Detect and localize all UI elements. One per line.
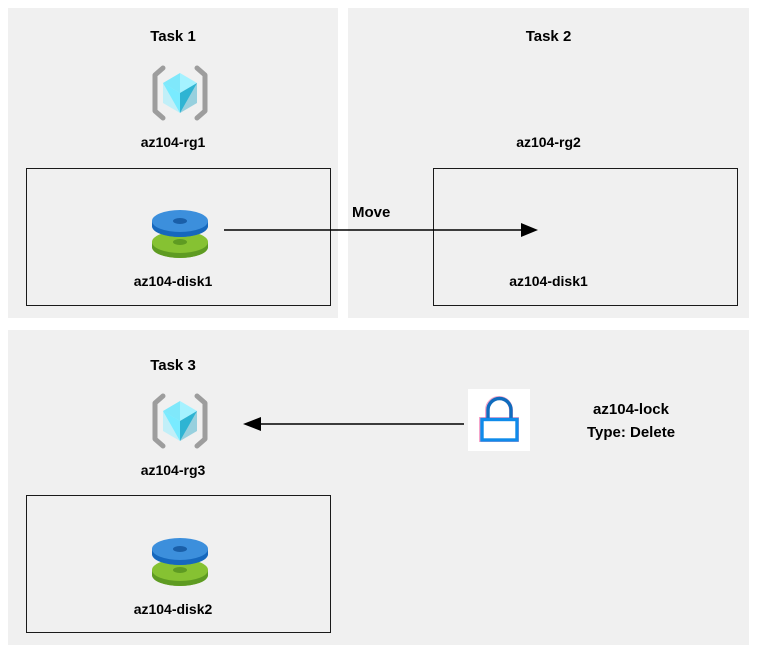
resource-label-3: az104-disk2	[133, 601, 213, 617]
resource-group-label-3: az104-rg3	[140, 462, 206, 478]
task-title-2: Task 2	[525, 28, 572, 45]
task-panel-1: Task 1 az104-rg1	[8, 8, 338, 318]
lock-caption: az104-lock Type: Delete	[541, 398, 721, 444]
lock-name: az104-lock	[593, 401, 669, 418]
resource-group-label-1: az104-rg1	[140, 134, 206, 150]
lock-type: Type: Delete	[586, 424, 676, 441]
resource-group-icon	[149, 64, 211, 122]
resource-label-1: az104-disk1	[133, 273, 213, 289]
task-panel-2: Task 2 az104-rg2	[348, 8, 749, 318]
resource-box-2	[433, 168, 738, 306]
resource-label-2: az104-disk1	[509, 273, 588, 289]
lock-tile	[468, 389, 530, 451]
task-panel-3: Task 3 az104-rg3	[8, 330, 749, 645]
move-connector-label: Move	[352, 204, 391, 221]
resource-group-icon	[149, 392, 211, 450]
padlock-icon	[479, 396, 519, 442]
task-title-3: Task 3	[150, 357, 196, 374]
task-title-1: Task 1	[150, 28, 196, 45]
resource-group-label-2: az104-rg2	[516, 134, 581, 150]
managed-disk-icon	[149, 204, 211, 264]
managed-disk-icon	[149, 532, 211, 592]
